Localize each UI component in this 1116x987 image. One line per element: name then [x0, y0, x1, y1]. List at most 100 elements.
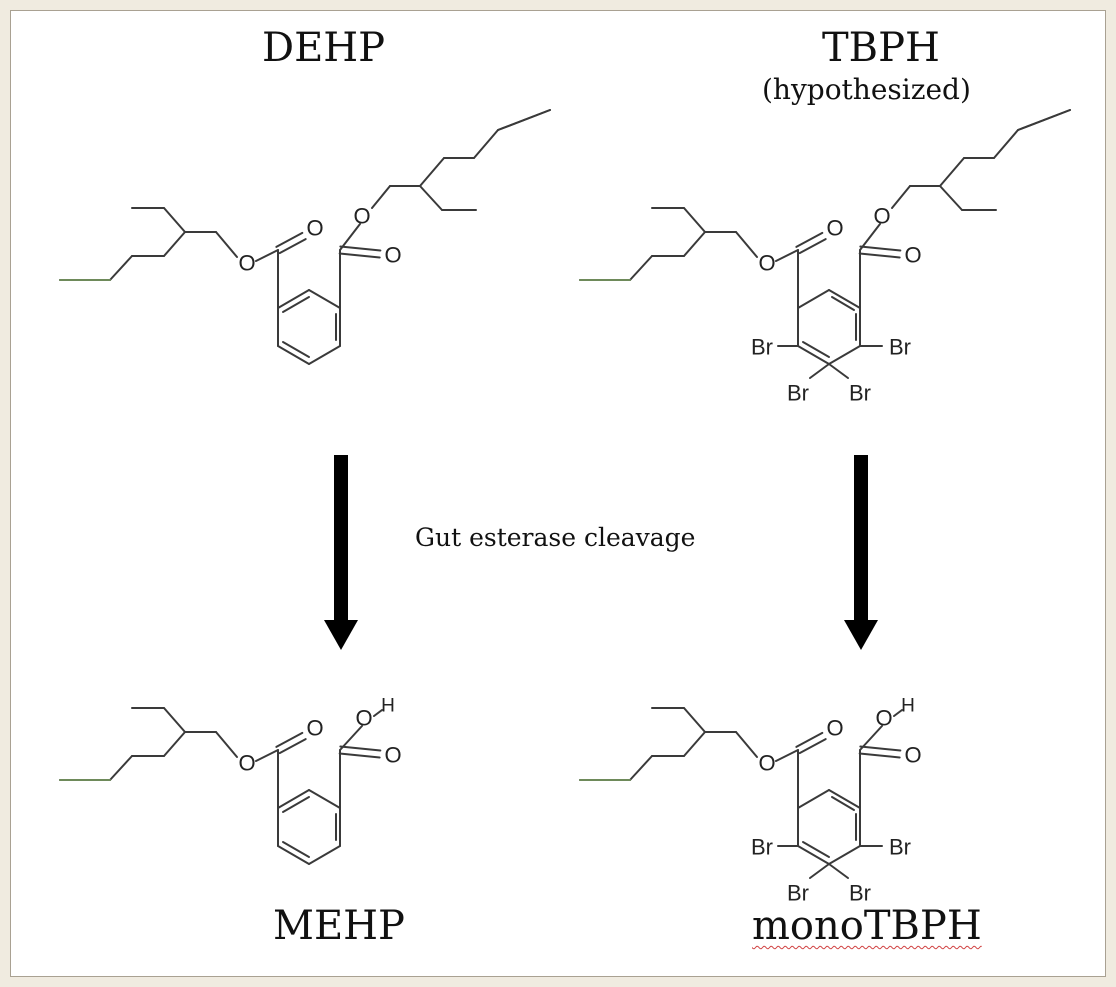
alkyl-chain	[683, 707, 706, 733]
hydroxyl-hydrogen: H	[381, 696, 395, 717]
oxygen-atom: O	[904, 743, 921, 768]
carbonyl-double-bond	[795, 231, 824, 248]
br-bond	[828, 863, 849, 879]
alkyl-chain	[163, 231, 186, 257]
alkyl-chain	[109, 255, 133, 281]
ring-bond	[797, 789, 830, 809]
alkyl-chain	[215, 231, 238, 258]
oxygen-atom: O	[306, 716, 323, 741]
alkyl-chain	[683, 231, 706, 257]
tbph-title: TBPH	[822, 25, 940, 71]
carbonyl-double-bond	[859, 745, 902, 752]
ring-bond	[828, 345, 861, 365]
alkyl-chain	[215, 731, 238, 758]
oxygen-atom: O	[353, 204, 370, 229]
gut-esterase-caption: Gut esterase cleavage	[415, 523, 696, 552]
alkyl-chain	[371, 185, 391, 209]
alkyl-chain	[939, 157, 965, 187]
alkyl-chain	[109, 755, 133, 781]
br-bond	[809, 863, 830, 879]
aromatic-bond	[831, 796, 855, 811]
alkyl-chain	[629, 255, 653, 281]
terminal-bond	[497, 109, 551, 131]
alkyl-chain	[419, 157, 445, 187]
carbonyl-double-bond	[275, 231, 304, 248]
aromatic-bond	[831, 296, 855, 311]
ring-bond	[308, 789, 341, 809]
alkyl-chain	[163, 207, 186, 233]
aromatic-bond	[802, 341, 830, 358]
ring-bond	[308, 345, 341, 365]
oxygen-atom: O	[758, 751, 775, 776]
alkyl-chain	[735, 231, 758, 258]
ring-bond	[277, 289, 310, 309]
ester-bond	[255, 249, 279, 262]
oxygen-atom: O	[758, 251, 775, 276]
oxygen-atom: O	[238, 751, 255, 776]
hydroxyl-hydrogen: H	[901, 696, 915, 717]
carbonyl-double-bond	[339, 245, 382, 252]
terminal-bond	[1017, 109, 1071, 131]
oh-bond	[893, 709, 903, 717]
oxygen-atom: O	[384, 743, 401, 768]
bromine-atom: Br	[751, 835, 773, 860]
carbonyl-double-bond	[858, 252, 901, 259]
ring-bond	[797, 345, 830, 365]
carbonyl-double-bond	[795, 731, 824, 748]
aromatic-bond	[282, 841, 310, 858]
ester-bond	[255, 749, 279, 762]
alkyl-chain	[163, 731, 186, 757]
bromine-atom: Br	[751, 335, 773, 360]
arrow-layer	[324, 455, 878, 650]
oxygen-atom: O	[306, 216, 323, 241]
carbonyl-double-bond	[859, 245, 902, 252]
bromine-atom: Br	[889, 835, 911, 860]
bromine-atom: Br	[787, 881, 809, 906]
ring-bond	[308, 289, 341, 309]
ring-bond	[797, 845, 830, 865]
carbonyl-double-bond	[798, 238, 827, 255]
ring-bond	[277, 845, 310, 865]
carbonyl-double-bond	[339, 745, 382, 752]
hydroxyl-oxygen: O	[355, 706, 372, 731]
aromatic-bond	[282, 796, 310, 813]
carbonyl-double-bond	[278, 738, 307, 755]
alkyl-chain	[891, 185, 911, 209]
carbonyl-double-bond	[798, 738, 827, 755]
ring-bond	[828, 845, 861, 865]
aromatic-bond	[282, 341, 310, 358]
hydroxyl-oxygen: O	[875, 706, 892, 731]
carbonyl-double-bond	[338, 752, 381, 759]
mono-tbph-title: monoTBPH	[752, 903, 982, 949]
ring-bond	[797, 289, 830, 309]
carbonyl-double-bond	[275, 731, 304, 748]
carbonyl-double-bond	[338, 252, 381, 259]
tbph-hypothesized-note: (hypothesized)	[762, 73, 971, 106]
figure-frame	[10, 10, 1106, 977]
mehp-title: MEHP	[273, 903, 405, 949]
oxygen-atom: O	[873, 204, 890, 229]
br-bond	[809, 363, 830, 379]
aromatic-bond	[802, 841, 830, 858]
alkyl-chain	[163, 707, 186, 733]
alkyl-chain	[993, 129, 1019, 159]
alkyl-chain	[683, 207, 706, 233]
alkyl-chain	[939, 185, 963, 211]
oxygen-atom: O	[238, 251, 255, 276]
alkyl-chain	[735, 731, 758, 758]
bromine-atom: Br	[849, 381, 871, 406]
bromine-atom: Br	[787, 381, 809, 406]
left-reaction-arrow	[324, 455, 358, 650]
ester-bond	[775, 249, 799, 262]
ring-bond	[828, 789, 861, 809]
oh-bond	[373, 709, 383, 717]
bromine-atom: Br	[889, 335, 911, 360]
ester-bond	[775, 749, 799, 762]
acid-bond	[339, 725, 363, 751]
oxygen-atom: O	[384, 243, 401, 268]
alkyl-chain	[629, 755, 653, 781]
ring-bond	[828, 289, 861, 309]
ring-bond	[277, 345, 310, 365]
